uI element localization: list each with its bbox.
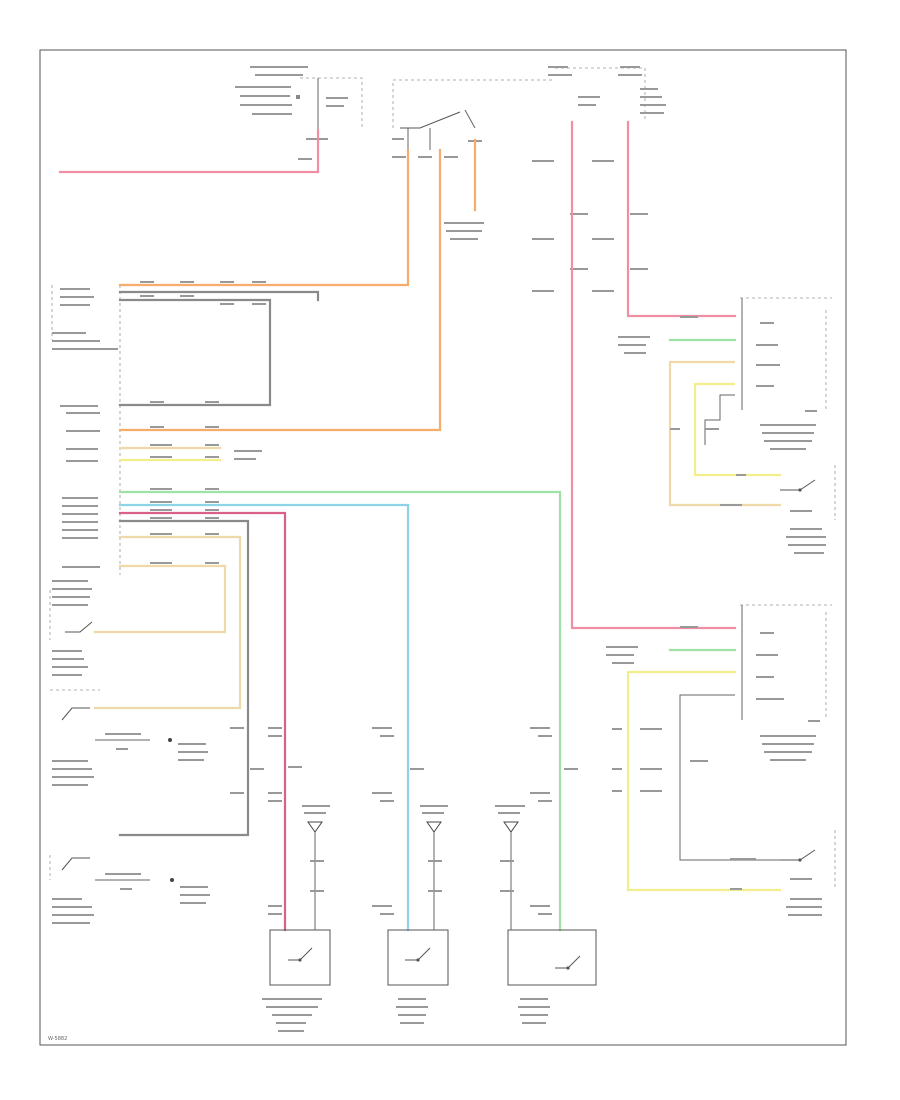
wire-blue	[118, 503, 410, 932]
wire-tan-right-1	[668, 360, 782, 507]
switch-right-upper	[780, 465, 836, 554]
fuse-block-top-center	[392, 79, 555, 240]
wire-pink-right-1	[570, 120, 737, 630]
wire-gray-right-2	[679, 694, 780, 861]
wire-yellow-right-2	[626, 670, 782, 892]
wire-gray-right-1	[704, 394, 735, 445]
door-switch-center	[387, 805, 449, 1024]
switch-left-3	[49, 855, 210, 924]
wire-yellow-right-1	[693, 382, 782, 477]
fuse-block-top-right	[532, 66, 666, 292]
door-switch-right	[495, 805, 597, 1024]
wire-green-long	[118, 490, 562, 932]
switch-left-1	[49, 580, 93, 676]
wire-gray-3	[118, 519, 250, 837]
switch-left-2	[50, 689, 208, 786]
wire-tan-3	[93, 564, 227, 634]
footer-code: W-5882	[48, 1036, 67, 1042]
diagram-frame	[39, 49, 847, 1046]
wire-tan-2	[93, 535, 242, 710]
fuse-block-top-left	[235, 66, 363, 160]
wire-gray-2	[118, 298, 272, 407]
wire-orange-2	[118, 148, 442, 432]
wire-labels	[140, 281, 756, 915]
door-switch-left	[262, 805, 331, 1032]
wire-orange-1	[118, 148, 410, 287]
wire-gray-1	[118, 290, 320, 302]
electronic-module-left	[51, 285, 121, 575]
module-right-lower	[606, 604, 832, 761]
switch-right-lower	[780, 830, 836, 916]
module-right-upper	[618, 297, 832, 450]
wire-pink-right-2	[626, 120, 737, 318]
wire-magenta	[118, 511, 287, 932]
wire-pink-feed	[58, 128, 320, 174]
